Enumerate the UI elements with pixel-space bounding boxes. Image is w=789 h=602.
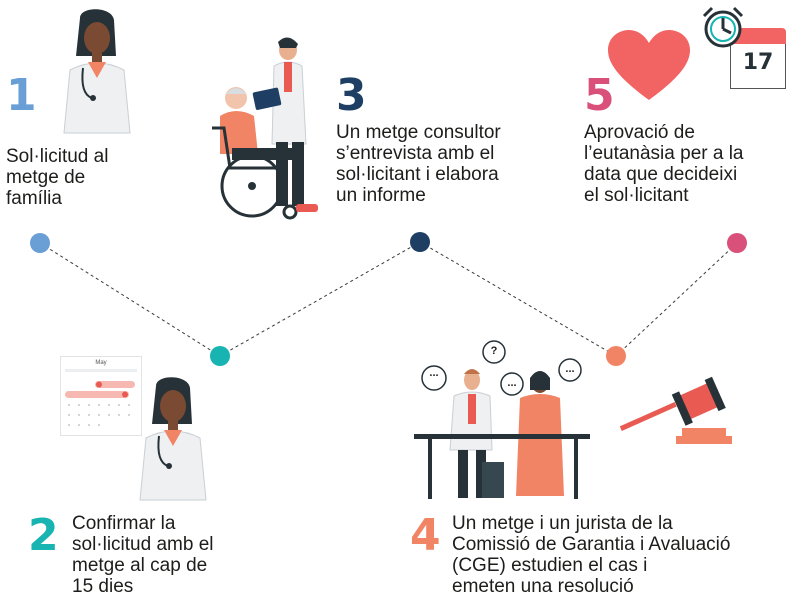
heart-icon	[608, 30, 690, 100]
step-2-number: 2	[28, 510, 59, 561]
step-1-text: Sol·licitud al metge de família	[6, 146, 109, 209]
female-doctor-illustration	[63, 9, 131, 134]
timeline-dot-1	[30, 233, 50, 253]
timeline-dot-4	[606, 346, 626, 366]
step-3-number: 3	[336, 70, 367, 121]
step-5-text: Aprovació de l’eutanàsia per a la data q…	[584, 122, 744, 206]
wheelchair-consultation-illustration	[212, 37, 318, 220]
step-4-text: Un metge i un jurista de la Comissió de …	[452, 513, 731, 597]
calendar-grid	[65, 369, 137, 426]
speech-bubble-1: ...	[429, 367, 439, 379]
timeline-connectors	[39, 241, 738, 357]
month-calendar-widget: May	[60, 356, 142, 436]
timeline-dot-2	[210, 346, 230, 366]
speech-bubble-2: ?	[490, 345, 498, 357]
calendar-icon: 17	[730, 28, 786, 90]
calendar-header	[730, 28, 786, 44]
speech-bubble-3: ...	[507, 377, 517, 389]
calendar-month: May	[95, 360, 107, 366]
meeting-illustration	[414, 340, 590, 499]
alarm-clock-icon	[702, 6, 744, 48]
step-4-number: 4	[410, 510, 441, 561]
gavel-icon	[619, 376, 732, 444]
step-5-number: 5	[584, 70, 615, 121]
step-2-text: Confirmar la sol·licitud amb el metge al…	[72, 513, 214, 597]
speech-bubble-4: ...	[565, 363, 575, 375]
timeline-dot-5	[727, 233, 747, 253]
step-1-number: 1	[6, 70, 37, 121]
female-doctor-illustration-2	[139, 377, 207, 501]
step-3-text: Un metge consultor s’entrevista amb el s…	[336, 122, 501, 206]
calendar-day: 17	[742, 50, 774, 75]
timeline-dot-3	[410, 232, 430, 252]
calendar-page	[730, 44, 786, 89]
